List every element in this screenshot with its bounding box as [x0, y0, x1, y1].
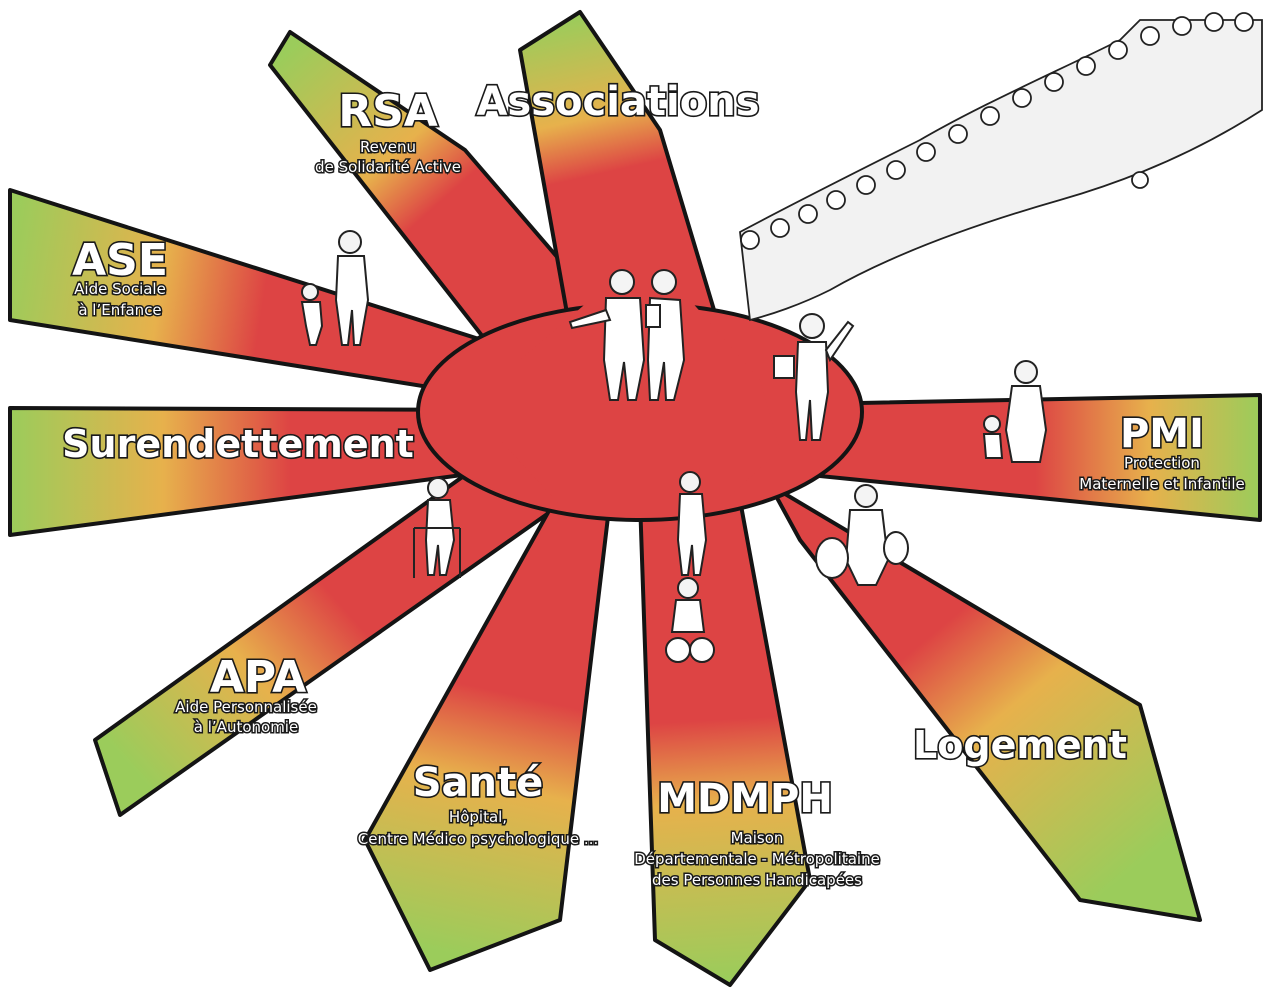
branch-apa-subtitle-2: à l’Autonomie	[194, 718, 298, 736]
branch-rsa-subtitle-2: de Solidarité Active	[315, 158, 461, 176]
branch-surendettement-title: Surendettement	[62, 422, 414, 466]
standing-man-illustration	[676, 471, 708, 576]
logement-person-bags-illustration	[815, 484, 909, 586]
branch-ase-subtitle-2: à l’Enfance	[78, 301, 161, 319]
branch-pmi-subtitle-1: Protection	[1124, 454, 1200, 472]
branch-apa-title: APA	[210, 652, 306, 703]
branch-mdmph-subtitle-1: Maison	[731, 829, 784, 847]
branch-mdmph-subtitle-3: des Personnes Handicapées	[652, 871, 862, 889]
hub-center-cover	[500, 300, 780, 505]
branch-pmi-title: PMI	[1120, 411, 1204, 457]
central-welcomers-illustration	[568, 269, 686, 401]
branch-ase-title: ASE	[72, 235, 168, 286]
branch-mdmph-subtitle-2: Départementale - Métropolitaine	[634, 850, 880, 868]
branch-rsa-subtitle-1: Revenu	[360, 138, 416, 156]
ase-adult-child-illustration	[300, 230, 370, 346]
branch-logement-title: Logement	[913, 723, 1127, 767]
branch-associations-title: Associations	[476, 79, 759, 125]
branch-apa-subtitle-1: Aide Personnalisée	[175, 698, 317, 716]
gesturing-man-illustration	[773, 313, 855, 441]
branch-sante-subtitle-2: Centre Médico psychologique ...	[358, 830, 598, 848]
apa-elderly-walker-illustration	[413, 477, 461, 578]
wheelchair-user-illustration	[665, 577, 715, 663]
crowd-queue-illustration	[739, 12, 1263, 322]
branch-rsa-title: RSA	[338, 86, 438, 137]
pmi-mother-children-illustration	[982, 360, 1048, 463]
branch-sante-subtitle-1: Hôpital,	[449, 808, 507, 826]
branch-pmi-subtitle-2: Maternelle et Infantile	[1079, 475, 1244, 493]
branch-ase-subtitle-1: Aide Sociale	[74, 280, 166, 298]
branch-mdmph-title: MDMPH	[657, 776, 833, 822]
branch-sante-title: Santé	[413, 760, 544, 806]
branch-mdmph-arm	[638, 498, 812, 987]
branch-logement-arm	[768, 483, 1202, 922]
